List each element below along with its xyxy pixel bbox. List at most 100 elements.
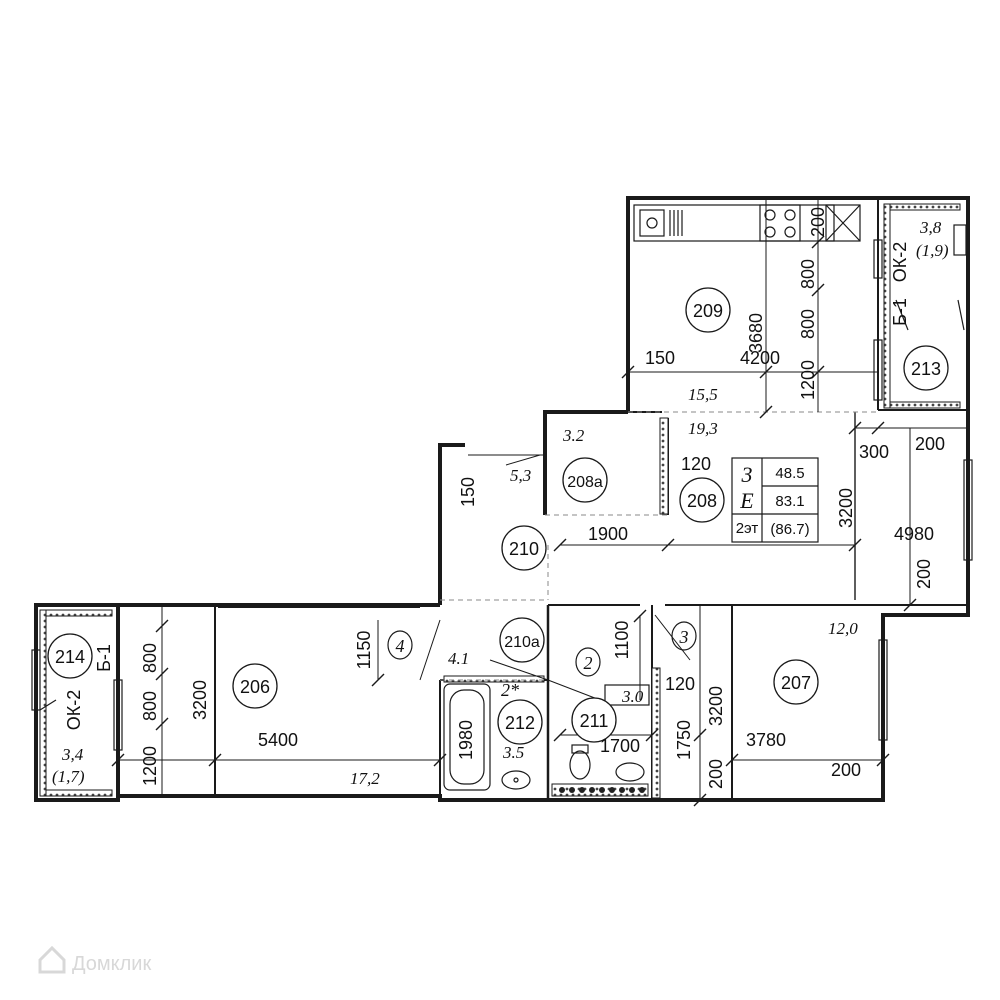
area-3-5: 3.5 (502, 743, 524, 762)
door-marks: 4 2* 2 3 (387, 621, 697, 700)
area-12-0: 12,0 (828, 619, 858, 638)
room-207-marker: 207 (773, 659, 819, 705)
toilet-icon (569, 750, 591, 780)
dim-800-b: 800 (798, 259, 818, 289)
svg-text:209: 209 (693, 301, 723, 321)
summary-table: 3 Е 2эт 48.5 83.1 (86.7) (731, 457, 819, 543)
dim-1980: 1980 (456, 720, 476, 760)
dim-1200-206: 1200 (140, 746, 160, 786)
dim-3780: 3780 (746, 730, 786, 750)
dimension-ticks (111, 235, 917, 807)
stove-icon (759, 204, 801, 242)
dim-5400: 5400 (258, 730, 298, 750)
room-213-marker: 213 (903, 345, 949, 391)
area-1-7: (1,7) (52, 767, 85, 786)
dim-200-right: 200 (914, 559, 934, 589)
dim-1100: 1100 (612, 621, 632, 660)
opening-b1-top: Б-1 (890, 298, 910, 326)
svg-text:210а: 210а (504, 634, 540, 651)
mark-4: 4 (396, 636, 405, 656)
opening-ok2-left: ОК-2 (64, 690, 84, 731)
dim-120-208: 120 (681, 454, 711, 474)
svg-text:214: 214 (55, 647, 85, 667)
heater-icon (559, 787, 645, 793)
room-214-marker: 214 (47, 633, 93, 679)
area-17-2: 17,2 (350, 769, 380, 788)
washbasin-icon-2 (615, 762, 645, 782)
dim-800-206-b: 800 (140, 691, 160, 721)
svg-text:213: 213 (911, 359, 941, 379)
room-212-marker: 212 (497, 699, 543, 745)
area-15-5: 15,5 (688, 385, 718, 404)
mark-2: 2 (584, 653, 593, 673)
dim-800-206-a: 800 (140, 643, 160, 673)
dim-3200-206: 3200 (190, 680, 210, 720)
svg-text:212: 212 (505, 713, 535, 733)
dim-1750: 1750 (674, 720, 694, 760)
area-3-2: 3.2 (562, 426, 585, 445)
table-floor: 2эт (736, 520, 759, 537)
room-210-marker: 210 (501, 525, 547, 571)
opening-labels: ОК-2 Б-1 ОК-2 Б-1 (64, 242, 910, 731)
dim-3200-207: 3200 (706, 686, 726, 726)
svg-text:208а: 208а (567, 474, 603, 491)
room-208-marker: 208 (679, 477, 725, 523)
kitchen-fixtures (633, 204, 861, 242)
dim-150-hall: 150 (458, 477, 478, 507)
room-210a-marker: 210а (499, 617, 545, 663)
mark-2-star: 2* (501, 680, 519, 700)
svg-text:210: 210 (509, 539, 539, 559)
dim-3200-208: 3200 (836, 488, 856, 528)
dim-800-a: 800 (798, 309, 818, 339)
svg-text:211: 211 (580, 711, 609, 731)
opening-ok2-top: ОК-2 (890, 242, 910, 283)
table-type: Е (739, 488, 754, 513)
watermark-text: Домклик (72, 953, 151, 975)
dim-300: 300 (859, 442, 889, 462)
sink-icon (639, 209, 665, 237)
dim-200-right-top: 200 (915, 434, 945, 454)
dim-120-211: 120 (665, 674, 695, 694)
dim-4980: 4980 (894, 524, 934, 544)
table-living-area: 48.5 (775, 465, 804, 482)
area-19-3: 19,3 (688, 419, 718, 438)
washbasin-icon (501, 770, 531, 790)
mark-3: 3 (679, 627, 689, 647)
dim-200-kitchen: 200 (808, 207, 828, 237)
bathtub-icon (443, 683, 491, 791)
table-total-with-balcony: (86.7) (770, 521, 809, 538)
dimension-numbers: 3680 4200 150 800 800 1200 200 120 150 1… (140, 207, 945, 789)
room-208a-marker: 208а (562, 457, 608, 503)
room-211-marker: 211 (571, 697, 617, 743)
dim-4200: 4200 (740, 348, 780, 368)
watermark: Домклик (38, 945, 151, 975)
table-total-area: 83.1 (775, 493, 804, 510)
area-4-1: 4.1 (448, 649, 469, 668)
svg-text:208: 208 (687, 491, 717, 511)
dim-200-207-left: 200 (706, 759, 726, 789)
area-3-8: 3,8 (919, 218, 942, 237)
dim-1900: 1900 (588, 524, 628, 544)
area-3-4: 3,4 (61, 745, 84, 764)
area-3-0: 3.0 (621, 687, 644, 706)
opening-b1-left: Б-1 (94, 644, 114, 672)
room-206-marker: 206 (232, 663, 278, 709)
dim-200-207-bottom: 200 (831, 760, 861, 780)
dim-1700: 1700 (600, 736, 640, 756)
bathroom-fixtures (443, 683, 650, 793)
windows (31, 224, 973, 751)
table-rooms-count: 3 (741, 462, 753, 487)
area-1-9: (1,9) (916, 241, 949, 260)
dim-150-kitchen: 150 (645, 348, 675, 368)
guide-lines (440, 411, 878, 681)
area-labels: 15,5 19,3 3.2 5,3 12,0 17,2 4.1 3.5 3.0 … (52, 218, 949, 788)
dim-3680: 3680 (746, 313, 766, 353)
hatched-partitions (39, 203, 961, 799)
svg-text:207: 207 (781, 673, 811, 693)
area-5-3: 5,3 (510, 466, 531, 485)
dim-1150: 1150 (354, 631, 374, 670)
svg-text:206: 206 (240, 677, 270, 697)
room-209-marker: 209 (685, 287, 731, 333)
